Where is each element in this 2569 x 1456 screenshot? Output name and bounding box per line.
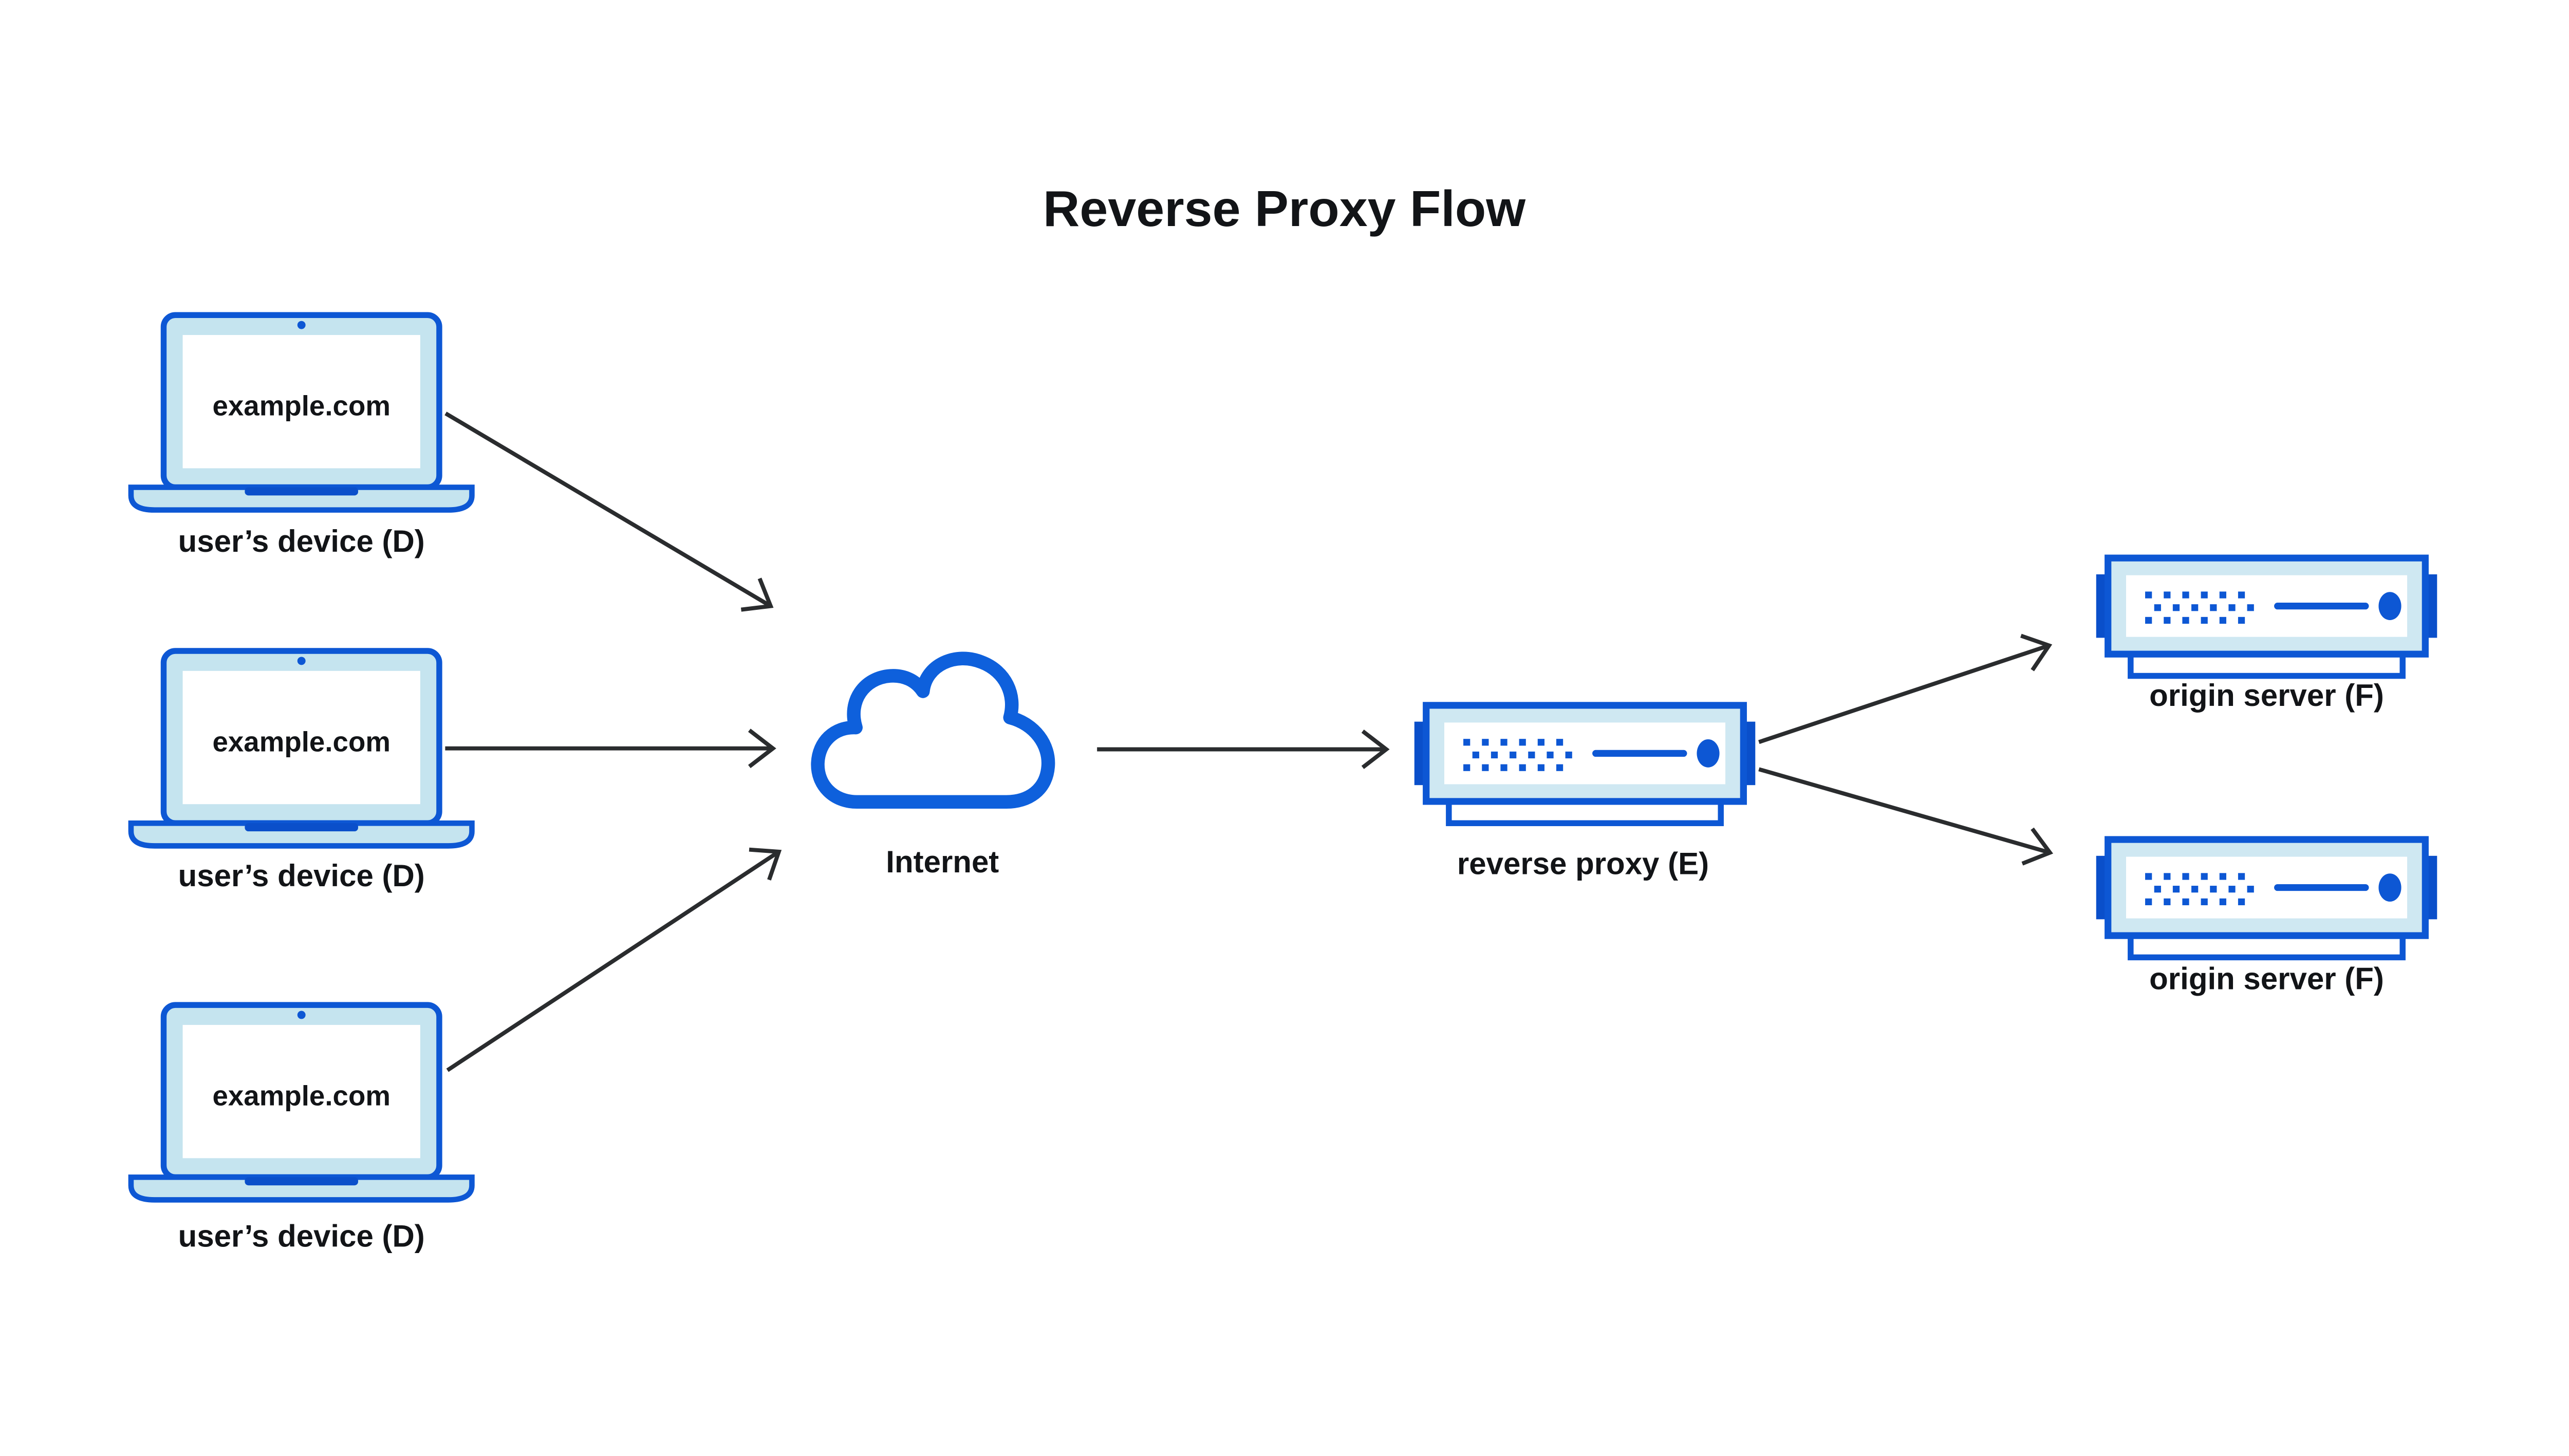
reverse-proxy-label: reverse proxy (E) (1457, 846, 1709, 881)
device-1-screen-text: example.com (212, 390, 390, 422)
origin-server-2-label: origin server (F) (2149, 961, 2384, 996)
node-user-device-2: example.com user’s device (D) (131, 651, 472, 893)
cloud-icon (811, 651, 1055, 809)
internet-label: Internet (886, 845, 999, 879)
arrow-device1-to-internet (444, 412, 774, 612)
node-user-device-3: example.com user’s device (D) (131, 1005, 472, 1254)
flow-arrows (444, 412, 2054, 1072)
arrow-proxy-to-origin2 (1758, 767, 2054, 866)
node-origin-server-2: origin server (F) (2096, 839, 2437, 996)
node-reverse-proxy: reverse proxy (E) (1414, 705, 1755, 881)
device-3-label: user’s device (D) (178, 1219, 425, 1254)
server-icon (2096, 558, 2437, 676)
device-2-screen-text: example.com (212, 725, 390, 757)
device-3-screen-text: example.com (212, 1080, 390, 1112)
origin-server-1-label: origin server (F) (2149, 678, 2384, 713)
device-1-label: user’s device (D) (178, 524, 425, 558)
arrow-proxy-to-origin1 (1758, 633, 2053, 744)
node-origin-server-1: origin server (F) (2096, 558, 2437, 713)
server-icon (1414, 705, 1755, 823)
node-internet (811, 651, 1055, 809)
node-user-device-1: example.com user’s device (D) (131, 315, 472, 558)
device-2-label: user’s device (D) (178, 858, 425, 893)
diagram-title: Reverse Proxy Flow (1043, 180, 1526, 237)
server-icon (2096, 839, 2437, 957)
arrow-device3-to-internet (446, 847, 782, 1072)
